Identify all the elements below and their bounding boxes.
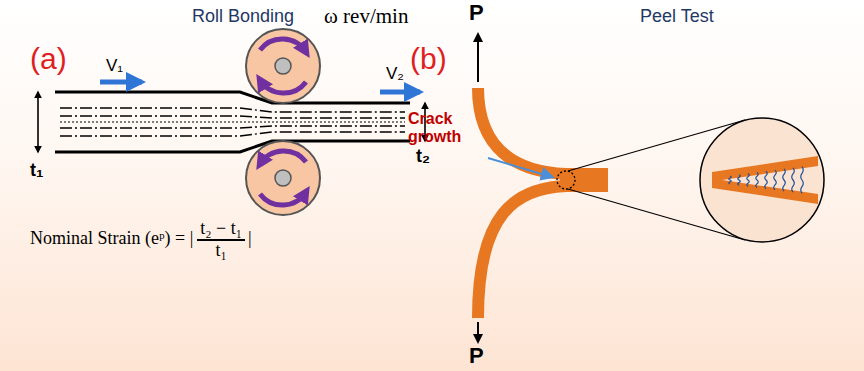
force-arrow: [477, 34, 479, 82]
force-label: P: [469, 0, 484, 25]
velocity-label: V₁: [106, 56, 123, 76]
formula-text: t₁: [216, 240, 227, 261]
panel-letter: (a): [30, 42, 67, 77]
thickness-label: t₂: [416, 146, 430, 167]
zoom-view: [568, 118, 824, 242]
formula-text: t₂ − t₁: [200, 218, 242, 239]
dimension-arrow: [37, 92, 39, 152]
force-label: P: [469, 343, 484, 368]
thickness-label: t₁: [30, 160, 43, 181]
formula-text: |: [248, 228, 252, 249]
panel-title: Peel Test: [640, 6, 714, 27]
formula-text: Nominal Strain (eᵖ) = |: [30, 228, 193, 249]
pointer-arrow: [488, 158, 552, 177]
speed-label: ω rev/min: [324, 4, 408, 28]
callout-label: Crack growth: [408, 110, 468, 147]
panel-title: Roll Bonding: [192, 6, 294, 27]
velocity-arrow: [100, 80, 142, 85]
force-arrow: [477, 322, 479, 342]
roll: [246, 29, 320, 215]
velocity-label: V₂: [386, 64, 404, 84]
strip: [55, 92, 410, 152]
velocity-arrow: [380, 90, 420, 95]
peel-specimen: [478, 88, 608, 318]
fraction-bar: [197, 239, 245, 241]
panel-letter: (b): [410, 42, 447, 77]
